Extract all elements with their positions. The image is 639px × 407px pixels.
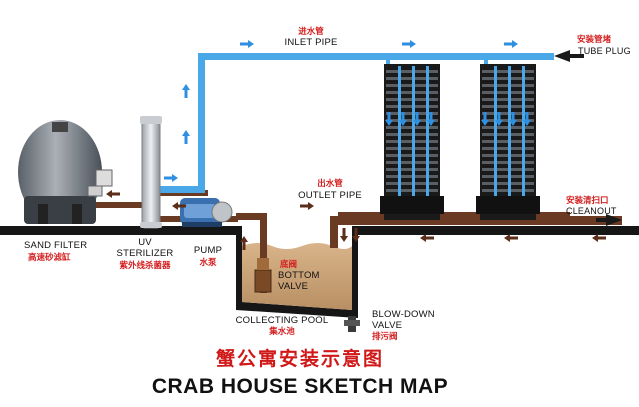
tube-plug-label-zh: 安装管堵 — [577, 34, 612, 44]
flow-arrow — [504, 234, 518, 242]
uv-sterilizer — [140, 116, 162, 229]
sand-filter-label: SAND FILTER — [24, 240, 88, 251]
sand-filter-label-zh: 高速砂滤缸 — [28, 252, 71, 262]
tube-plug-label: TUBE PLUG — [578, 46, 631, 56]
blowdown-valve-label-line1: BLOW-DOWN — [372, 309, 435, 320]
pump-label-zh: 水泵 — [199, 257, 217, 267]
flow-arrow — [182, 130, 190, 144]
flow-arrow — [385, 112, 393, 126]
cleanout-label-zh: 安装清扫口 — [566, 195, 609, 205]
pump-label: PUMP — [193, 245, 223, 256]
pump — [180, 198, 233, 227]
flow-arrow — [509, 112, 517, 126]
flow-arrow — [240, 236, 248, 250]
flow-arrow — [402, 40, 416, 48]
collecting-pool-label: COLLECTING POOL — [235, 315, 329, 326]
flow-arrow — [413, 112, 421, 126]
flow-arrow — [420, 234, 434, 242]
flow-arrow — [495, 112, 503, 126]
uv-sterilizer-label-line1: UV — [138, 237, 152, 248]
tower-drop-pipes — [398, 66, 525, 196]
outlet-pipe-label: OUTLET PIPE — [298, 190, 362, 201]
flow-arrow — [399, 112, 407, 126]
bottom-valve-label-zh: 底阀 — [280, 259, 298, 269]
collecting-pool-label-zh: 集水池 — [269, 326, 295, 336]
bottom-valve — [254, 258, 272, 293]
title-zh: 蟹公寓安装示意图 — [215, 349, 385, 370]
collecting-pool — [236, 226, 358, 318]
cleanout-label: CLEANOUT — [566, 206, 617, 216]
flow-arrow — [182, 84, 190, 98]
blowdown-valve-label-line2: VALVE — [372, 320, 403, 331]
flow-arrow — [427, 112, 435, 126]
inlet-pipe-label-zh: 进水管 — [298, 26, 324, 36]
flow-arrow — [481, 112, 489, 126]
flow-arrow — [340, 228, 348, 242]
uv-sterilizer-label-line2: STERILIZER — [116, 248, 174, 259]
tube-plug-arrow — [554, 50, 584, 62]
flow-arrow — [172, 202, 186, 210]
flow-arrow — [300, 202, 314, 210]
uv-sterilizer-label-zh: 紫外线杀菌器 — [119, 260, 171, 270]
flow-arrows-inlet — [164, 40, 531, 182]
flow-arrows-outlet — [106, 190, 606, 250]
bottom-valve-label-line1: BOTTOM — [278, 270, 320, 281]
bottom-valve-label-line2: VALVE — [278, 281, 309, 292]
flow-arrow — [106, 190, 120, 198]
blowdown-valve — [344, 316, 360, 332]
page-title: CRAB HOUSE SKETCH MAP — [151, 375, 449, 398]
flow-arrow — [164, 174, 178, 182]
flow-arrow — [240, 40, 254, 48]
cleanout-arrow — [596, 214, 622, 226]
flow-arrow — [352, 228, 360, 242]
flow-arrow — [504, 40, 518, 48]
sand-filter — [18, 120, 113, 224]
flow-arrow — [592, 234, 606, 242]
flow-arrow — [523, 112, 531, 126]
outlet-pipe-label-zh: 出水管 — [317, 178, 343, 188]
ground-slab — [0, 226, 639, 235]
inlet-pipe-label: INLET PIPE — [284, 37, 338, 48]
blowdown-valve-label-zh: 排污阀 — [372, 331, 398, 341]
